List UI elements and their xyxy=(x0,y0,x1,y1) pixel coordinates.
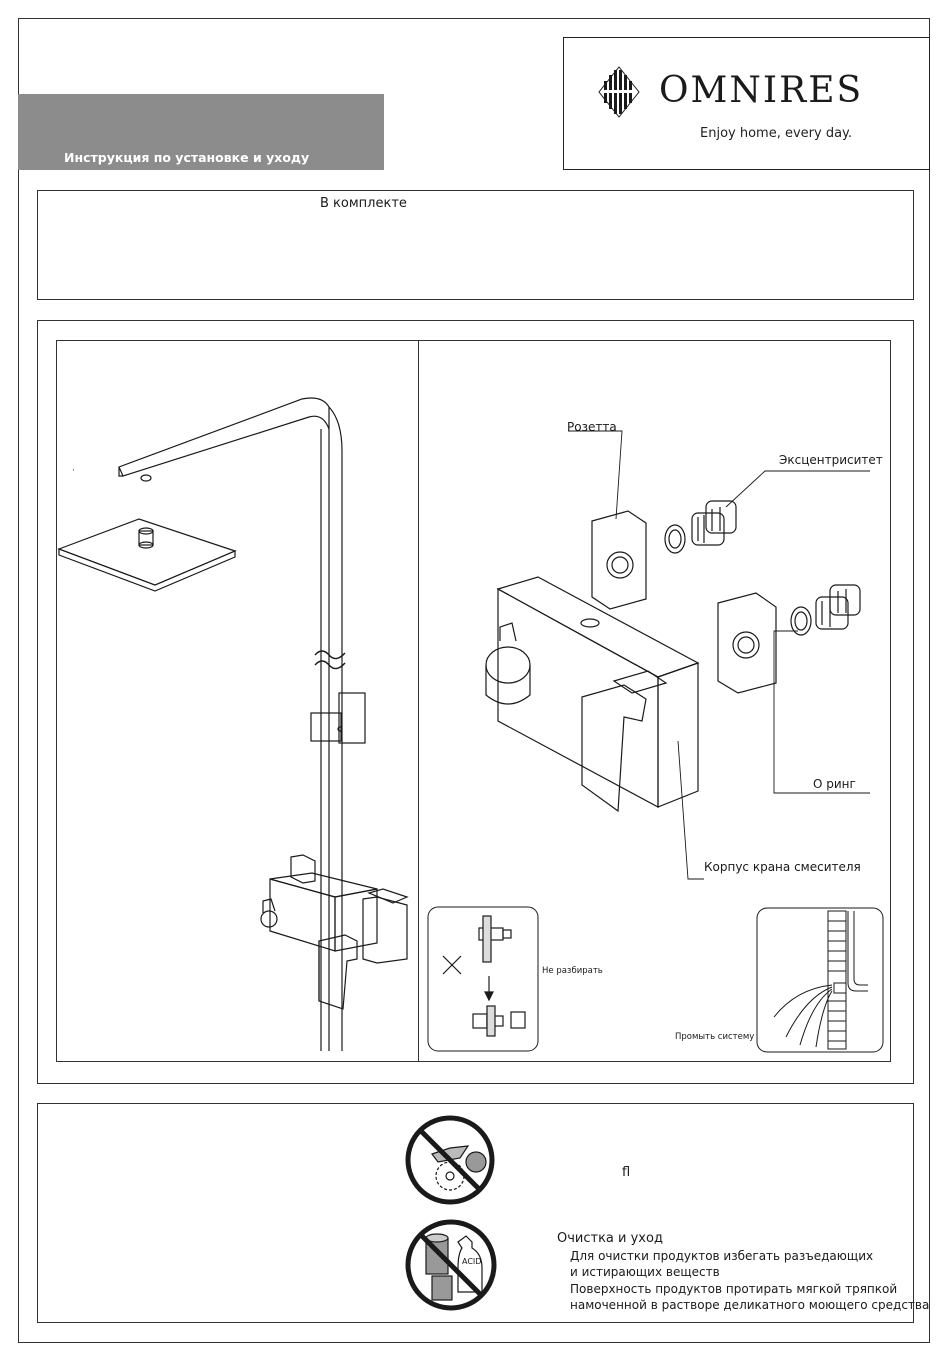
diagram-frame xyxy=(56,340,891,1062)
diagram-section xyxy=(37,320,914,1084)
diagram-divider xyxy=(418,340,419,1062)
label-mixer-body: Корпус крана смесителя xyxy=(704,860,861,874)
brand-tagline: Enjoy home, every day. xyxy=(700,126,853,141)
logo-box: OMNIRES Enjoy home, every day. xyxy=(563,37,930,170)
do-not-disassemble-inset xyxy=(427,906,539,1052)
mixer-exploded-view xyxy=(485,430,870,880)
care-title: Очистка и уход xyxy=(557,1231,663,1246)
care-line: Поверхность продуктов протирать мягкой т… xyxy=(570,1282,898,1296)
omnires-logo-icon xyxy=(598,66,640,118)
label-o-ring: О ринг xyxy=(813,777,856,791)
label-eccentric: Эксцентриситет xyxy=(779,453,883,467)
label-rosette: Розетта xyxy=(567,420,617,434)
care-line: намоченной в растворе деликатного моющег… xyxy=(570,1298,930,1312)
kit-section: В комплекте xyxy=(37,190,914,300)
care-section xyxy=(37,1103,914,1323)
flush-system-inset xyxy=(756,907,884,1053)
page-title: Инструкция по установке и уходу xyxy=(64,150,310,165)
acid-label: ACID xyxy=(462,1257,481,1266)
stray-dot: · xyxy=(72,466,75,476)
title-bar: Инструкция по установке и уходу xyxy=(18,94,384,170)
brand-name: OMNIRES xyxy=(659,70,864,111)
ligature-symbol: ﬂ xyxy=(622,1165,631,1180)
care-line: Для очистки продуктов избегать разъедающ… xyxy=(570,1249,874,1263)
no-abrasive-tools-icon xyxy=(405,1115,495,1205)
no-chemicals-icon: ACID xyxy=(405,1219,497,1311)
shower-set-drawing xyxy=(57,397,409,1051)
label-do-not-disassemble: Не разбирать xyxy=(542,966,603,976)
care-line: и истирающих веществ xyxy=(570,1265,720,1279)
label-flush-system: Промыть систему xyxy=(675,1032,755,1042)
page-frame xyxy=(18,18,930,1343)
kit-heading: В комплекте xyxy=(320,196,407,211)
